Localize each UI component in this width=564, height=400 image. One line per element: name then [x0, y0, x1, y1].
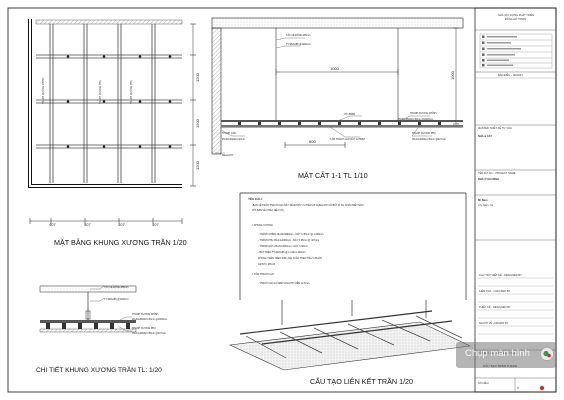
- screenshot-app-icon[interactable]: [540, 347, 554, 361]
- notes-s1-line-3: - THANH GÓC 20x20x4000mm - DÀY 0.32mm: [258, 245, 308, 248]
- section-dim-1000: 1000: [330, 66, 340, 71]
- detail-main-spec: 26x34x3660x0.45mm @1000mm: [132, 318, 167, 321]
- sheet-number-label: SỐ HIỆU: [478, 380, 489, 385]
- plan-drawing: [28, 19, 196, 224]
- client-line-2: Cty. Nam. Xu: [478, 203, 494, 207]
- notes-s1-line-6: ASTM C 635-04: [258, 263, 276, 266]
- detail-sub-spec: 35x14x4000x0.35mm @407mm: [132, 332, 166, 335]
- consultant-name: NHÀ & XÂY: [478, 133, 493, 138]
- detail-title: CHI TIẾT KHUNG XƯƠNG TRẦN TL: 1/20: [36, 364, 162, 374]
- section-clip-label: VÍT 35MM: [344, 113, 355, 116]
- screenshot-overlay-text: Chụp màn hình: [465, 348, 530, 359]
- consultant-label: MASTER THIẾT KẾ TƯ VẤN: [478, 125, 512, 130]
- project-label: TÊN DỰ ÁN – PROJECT NAME: [478, 170, 516, 175]
- notes-s1-line-5: KHUNG TRẦN TREO KIM LOẠI TUÂN THEO TIÊU …: [258, 257, 322, 260]
- plan-dim-right-2: 1200: [195, 118, 200, 128]
- grey-mark-icon: [516, 386, 520, 390]
- section-dim-600: 600: [309, 139, 316, 144]
- mini-row-4: NGƯỜI VẼ - DRAWN BY: [479, 320, 509, 325]
- mini-row-3: THIẾT KẾ - DESIGNED BY: [479, 304, 511, 309]
- section-main-label: THANH XƯƠNG CHÍNH: [410, 112, 437, 115]
- camera-icon: [540, 347, 554, 361]
- notes-intro-1: -BẢN VẼ TRẦN THẠCH CAO NÀY SẼ ĐƯỢC ƯU TI…: [252, 204, 364, 207]
- section-anchor-label: TẮC KÊ ĐỒNG Ø8mm: [286, 34, 310, 37]
- plan-dim-bottom-4: 407: [152, 222, 159, 227]
- sheet-border: [7, 7, 557, 393]
- plan-title: MẶT BẰNG KHUNG XƯƠNG TRẦN 1/20: [54, 237, 187, 247]
- iso-drawing: [228, 300, 472, 371]
- plan-dim-right-3: 1200: [195, 160, 200, 170]
- notes-heading: YÊU CẦU:: [248, 196, 263, 201]
- plan-main-label: THANH XƯƠNG CHÍNH: [42, 77, 45, 104]
- detail-main-label: THANH XƯƠNG CHÍNH: [132, 313, 159, 316]
- notes-box: [239, 192, 467, 300]
- detail-rod-label: TY REN Ø6 @1100mm: [104, 298, 129, 301]
- section-sub-spec: 35x14x4000x0.35mm @407mm: [412, 138, 446, 141]
- detail-drawing: [39, 285, 137, 333]
- project-name: NHÀ Ở GIA ĐÌNH: [478, 176, 499, 181]
- plan-dim-right-1: 1200: [195, 72, 200, 82]
- section-angle-label: THANH GÓC: [222, 132, 237, 135]
- section-angle-spec: 20x20x4000x0.32mm: [222, 138, 245, 141]
- titleblock: [475, 29, 556, 392]
- notes-intro-2: VỚI BẢN VẼ KHÁC NẾU CÓ): [252, 209, 284, 212]
- notes-s2-line-1: - THẠCH CAO 12.5MM GOLIATH VIỀN 12.5mm: [258, 282, 309, 285]
- company-line-1: NHÀ XÂY DỰNG PHÁT TRIỂN: [498, 12, 534, 17]
- plan-sub-label-2: THANH XƯƠNG PHỤ: [130, 80, 133, 104]
- detail-sub-label: THANH XƯƠNG PHỤ: [132, 327, 156, 330]
- screenshot-overlay[interactable]: Chụp màn hình: [456, 342, 556, 368]
- section-title: MẶT CẮT 1-1 TL 1/10: [298, 171, 368, 180]
- client-line-1: Mr Nam: [478, 198, 488, 202]
- company-line-2: ĐÔNG ĐÔ TOWN: [505, 16, 526, 21]
- section-main-spec: 25x34x3600x0.45mm @1000mm: [398, 118, 433, 121]
- notes-s1-line-1: - THANH CHÍNH 26x34x3660mm - DÀY 0.45mm …: [258, 233, 324, 236]
- section-rod-label: TY REN Ø6 @1100mm: [286, 43, 311, 46]
- red-mark-icon: [539, 385, 545, 391]
- plan-dim-bottom-3: 407: [118, 222, 125, 227]
- section-sealant-label: SEALANT: [222, 154, 233, 157]
- section-dim-vertical: 1000: [450, 70, 455, 80]
- section-drawing: [211, 17, 464, 155]
- revision-header: BẢN ĐIỀU – MODIFY: [498, 72, 523, 77]
- section-board-label: TẤM THẠCH CAO DÀY 12.5MM: [330, 138, 365, 141]
- mini-row-1: CHỦ TRÌ THIẾT KẾ - DESIGNED BY: [479, 272, 522, 277]
- notes-s2-heading: I. TẤM THẠCH CAO:: [252, 273, 275, 276]
- section-sub-label: THANH XƯƠNG PHỤ: [412, 132, 436, 135]
- mini-row-2: KIỂM TRA - CHECKED BY: [479, 288, 510, 293]
- plan-dim-bottom-1: 407: [49, 222, 56, 227]
- titleblock-frame: [474, 7, 557, 393]
- iso-title: CẤU TẠO LIÊN KẾT TRẦN 1/20: [310, 376, 413, 386]
- plan-sub-label: THANH XƯƠNG PHỤ: [99, 80, 102, 104]
- plan-dim-bottom-2: 407: [84, 222, 91, 227]
- notes-s1-heading: I. KHUNG XƯƠNG:: [252, 224, 274, 227]
- notes-s1-line-4: - BÁT TREO TY REN Ø6 @ 1.100x1.100mm: [258, 251, 305, 254]
- notes-s1-line-2: - THANH PHỤ 35x14x4000mm - DÀY 0.35mm @ …: [258, 239, 319, 242]
- detail-anchor-label: TẮC KÊ ĐỒNG Ø8mm: [104, 286, 128, 289]
